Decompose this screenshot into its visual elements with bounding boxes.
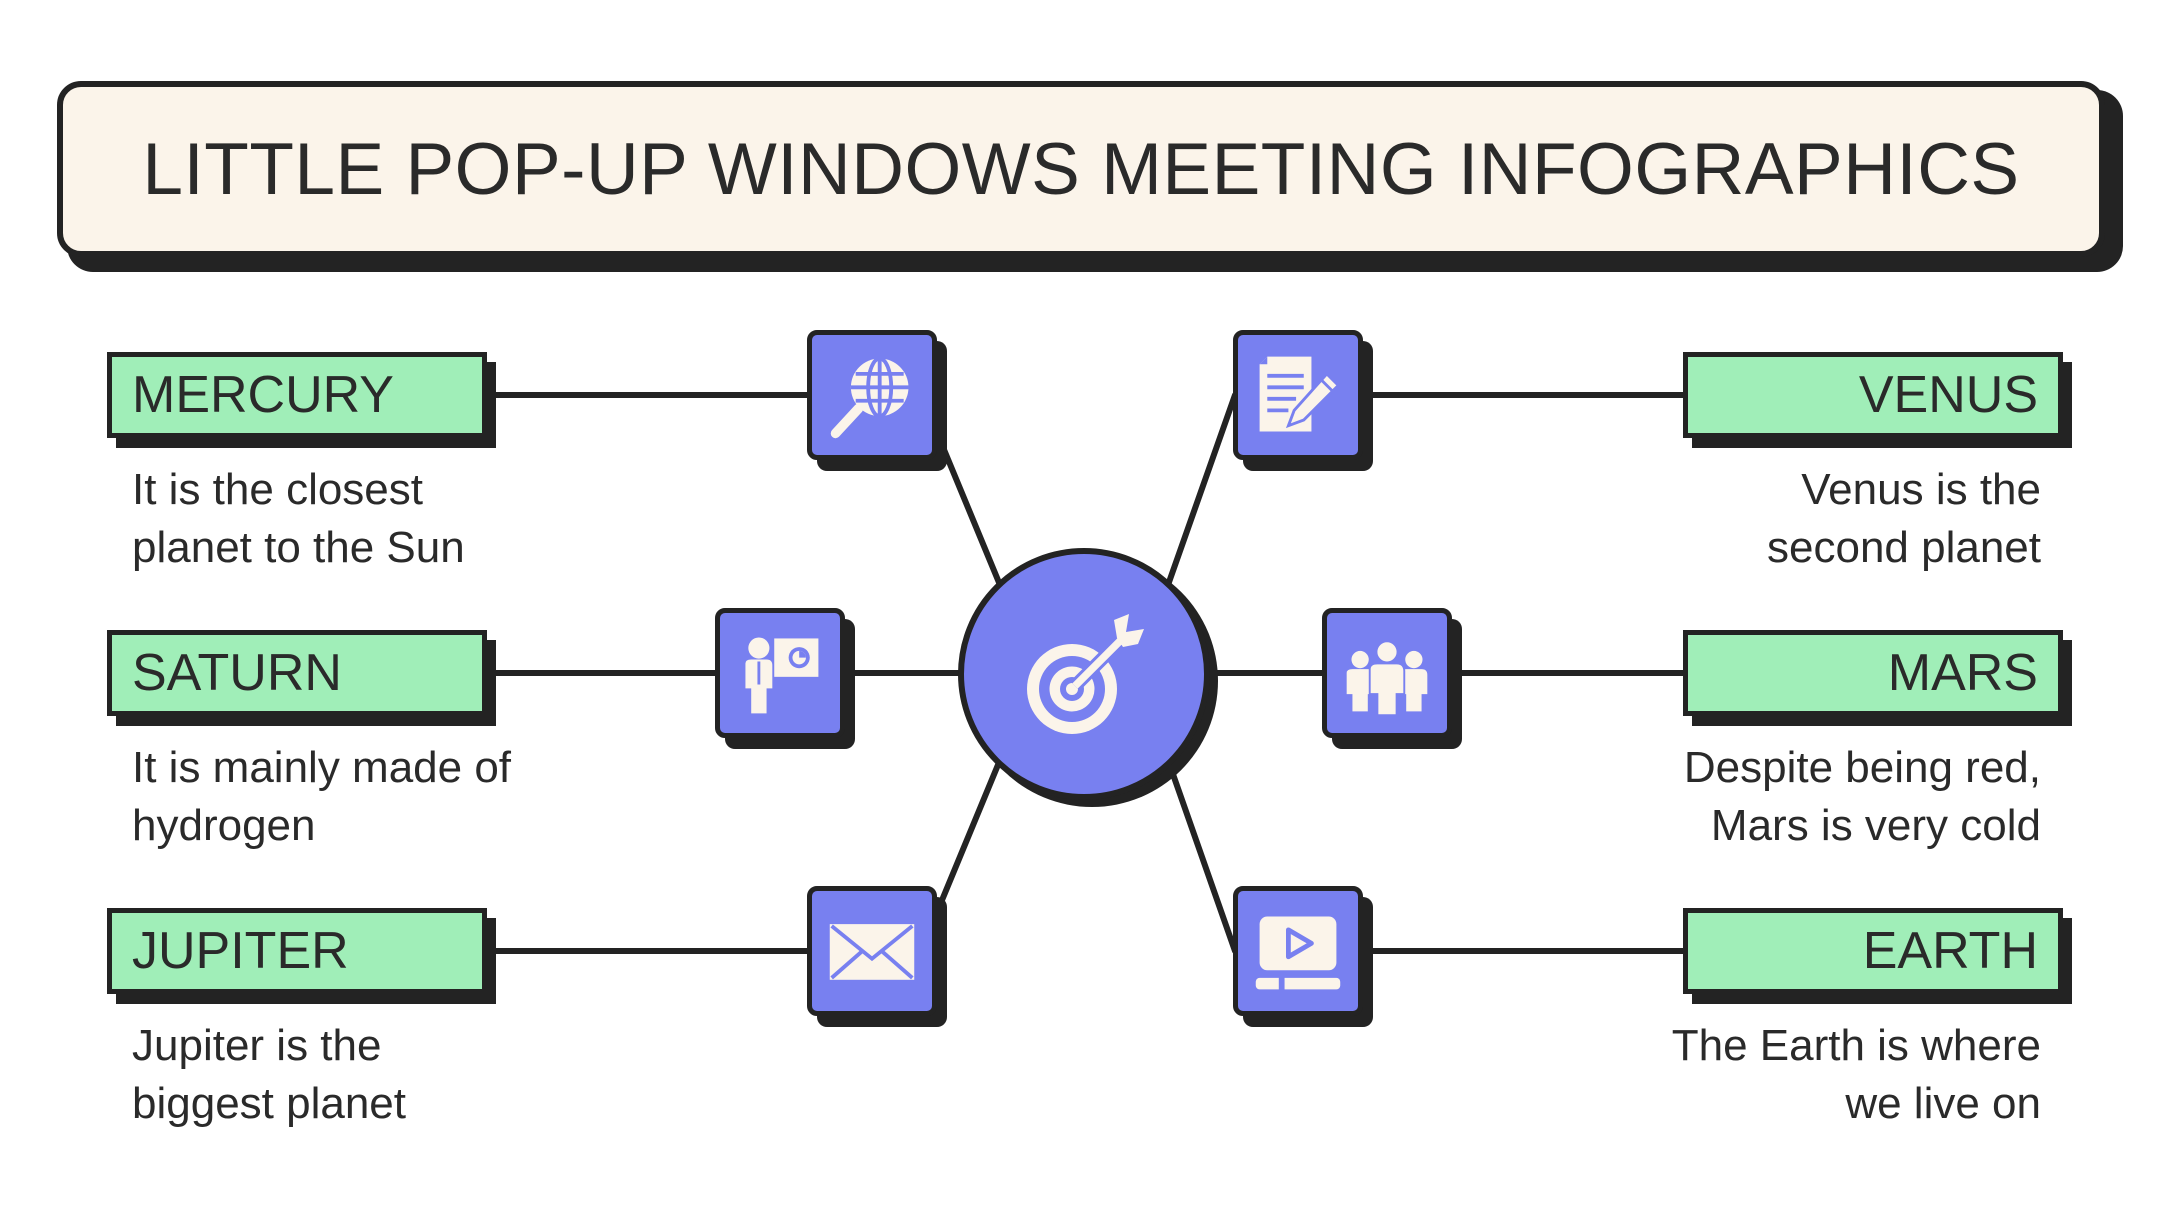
label-venus: VENUS (1683, 352, 2072, 448)
desc-line: Venus is the (1801, 465, 2041, 514)
spoke-venus (1165, 392, 1238, 588)
label-text: SATURN (107, 630, 487, 716)
page-title: LITTLE POP-UP WINDOWS MEETING INFOGRAPHI… (142, 128, 2020, 210)
hub-circle (958, 548, 1210, 800)
desc-earth: The Earth is where we live on (1561, 1017, 2041, 1133)
desc-line: It is mainly made of (132, 743, 512, 792)
desc-line: It is the closest (132, 465, 424, 514)
label-jupiter: JUPITER (107, 908, 496, 1004)
label-text: JUPITER (107, 908, 487, 994)
desc-jupiter: Jupiter is the biggest planet (132, 1017, 612, 1133)
target-arrow-icon (1027, 614, 1144, 734)
presentation-icon (745, 637, 819, 714)
spoke-earth (1165, 757, 1238, 954)
title-banner: LITTLE POP-UP WINDOWS MEETING INFOGRAPHI… (57, 81, 2105, 257)
desc-mercury: It is the closest planet to the Sun (132, 461, 612, 577)
icon-card-saturn (715, 608, 855, 749)
label-mars: MARS (1683, 630, 2072, 726)
envelope-icon (829, 924, 915, 980)
desc-line: hydrogen (132, 801, 316, 850)
label-mercury: MERCURY (107, 352, 496, 448)
desc-mars: Despite being red, Mars is very cold (1561, 739, 2041, 855)
desc-saturn: It is mainly made of hydrogen (132, 739, 612, 855)
video-player-icon (1255, 916, 1341, 992)
desc-line: planet to the Sun (132, 523, 465, 572)
label-text: EARTH (1683, 908, 2063, 994)
icon-card-jupiter (807, 886, 947, 1027)
icon-card-venus (1233, 330, 1373, 471)
label-text: MERCURY (107, 352, 487, 438)
desc-line: Despite being red, (1683, 743, 2041, 792)
icon-card-mercury (807, 330, 947, 471)
globe-search-icon (830, 356, 909, 439)
icon-card-earth (1233, 886, 1373, 1027)
label-earth: EARTH (1683, 908, 2072, 1004)
desc-line: biggest planet (132, 1079, 406, 1128)
desc-line: Jupiter is the (132, 1021, 382, 1070)
desc-line: second planet (1767, 523, 2041, 572)
spoke-jupiter (937, 757, 1003, 908)
desc-line: we live on (1845, 1079, 2041, 1128)
team-icon (1346, 640, 1428, 717)
spoke-mercury (937, 437, 1003, 588)
desc-line: The Earth is where (1671, 1021, 2041, 1070)
label-text: VENUS (1683, 352, 2063, 438)
label-text: MARS (1683, 630, 2063, 716)
label-saturn: SATURN (107, 630, 496, 726)
document-edit-icon (1259, 356, 1341, 432)
icon-card-mars (1322, 608, 1462, 749)
desc-venus: Venus is the second planet (1561, 461, 2041, 577)
desc-line: Mars is very cold (1710, 801, 2041, 850)
